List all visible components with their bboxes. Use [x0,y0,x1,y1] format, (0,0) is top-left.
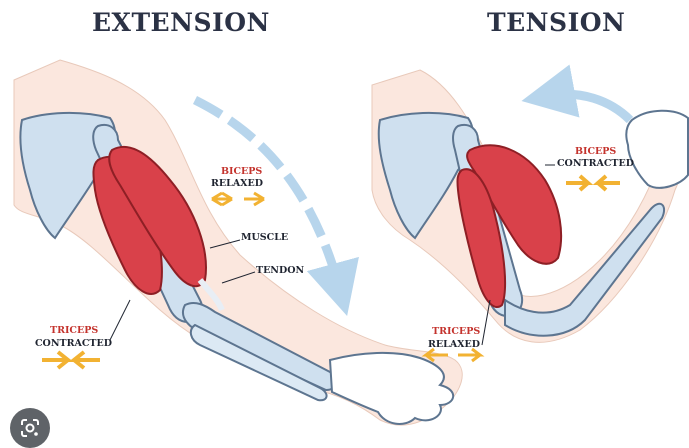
lens-glyph-icon [19,417,41,439]
tension-figure [372,70,688,361]
heading-extension: EXTENSION [92,8,270,37]
tension-biceps-name: BICEPS [575,146,616,157]
tension-fist [626,111,688,188]
extension-triceps-contracted-arrows [42,352,100,368]
extension-muscle-label: MUSCLE [241,232,288,243]
tension-triceps-name: TRICEPS [432,326,480,337]
extension-triceps-state: CONTRACTED [35,338,112,349]
tension-motion-arrow [548,94,630,120]
tension-triceps-state: RELAXED [428,339,480,350]
extension-biceps-relaxed-arrows [212,193,264,205]
extension-biceps-state: RELAXED [211,178,263,189]
heading-tension: TENSION [487,8,625,37]
tension-biceps-contracted-arrows [566,176,620,190]
google-lens-icon[interactable] [10,408,50,448]
tension-biceps-state: CONTRACTED [557,158,634,169]
extension-biceps-name: BICEPS [221,166,262,177]
extension-tendon-label: TENDON [256,265,304,276]
extension-triceps-name: TRICEPS [50,325,98,336]
